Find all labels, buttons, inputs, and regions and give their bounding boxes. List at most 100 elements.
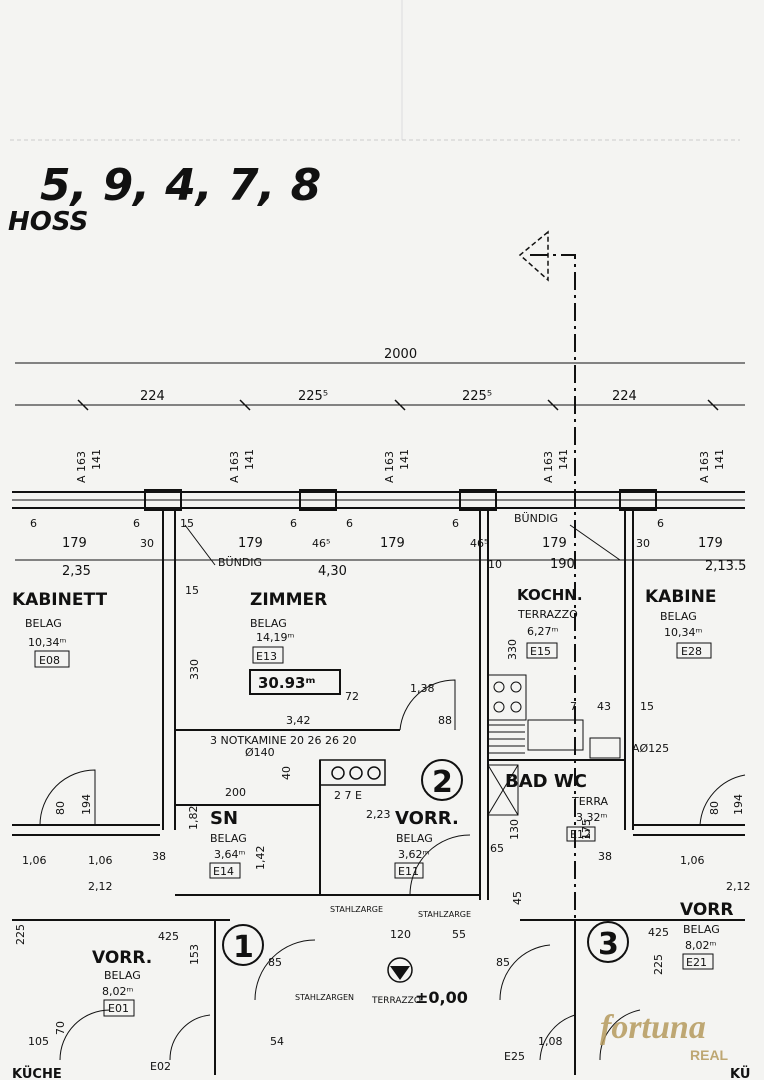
window-b: 141	[557, 449, 570, 470]
dim-6: 6	[30, 517, 37, 530]
stairs	[488, 724, 525, 754]
stahlzargen-label: STAHLZARGEN	[295, 993, 354, 1002]
room-code-box	[526, 642, 558, 659]
dim-46: 46⁵	[312, 537, 330, 550]
buendig-label: BÜNDIG	[218, 556, 262, 569]
dim-15: 15	[640, 700, 654, 713]
dim-80: 80	[708, 801, 721, 815]
vent-label: AØ125	[632, 742, 669, 755]
room-vorr-1-code: E01	[108, 1002, 129, 1015]
room-code-box	[252, 646, 284, 664]
dim-225: 225	[14, 924, 27, 945]
dim-108: 1,08	[538, 1035, 563, 1048]
room-kabinett: KABINETT	[12, 590, 107, 610]
dim-bay-1: 224	[140, 389, 165, 404]
watermark-sub: REAL	[690, 1047, 729, 1063]
room-zimmer-code: E13	[256, 650, 277, 663]
dim-85: 85	[268, 956, 282, 969]
room-vorr-1-belag: BELAG	[104, 969, 141, 982]
facade-wall	[12, 489, 745, 511]
dim-70: 70	[54, 1021, 67, 1035]
dim-7: 7	[570, 700, 577, 713]
window-a: A 163	[542, 451, 555, 483]
chimney-marker: 2 7 E	[334, 789, 362, 802]
dim-179: 179	[238, 536, 263, 551]
window-b: 141	[243, 449, 256, 470]
unit-2-label: 2	[432, 765, 453, 800]
dim-88: 88	[438, 714, 452, 727]
dim-225: 225	[652, 954, 665, 975]
apartment-total-box	[249, 669, 341, 695]
dim-6: 6	[452, 517, 459, 530]
room-zimmer-area: 14,19ᵐ	[256, 631, 294, 644]
dim-10: 10	[488, 558, 502, 571]
dim-overall: 2000	[384, 347, 417, 362]
dim-85: 85	[496, 956, 510, 969]
dim-2135: 2,13.5	[705, 559, 746, 574]
notkamine-diameter: Ø140	[245, 746, 275, 759]
dim-182: 1,82	[187, 806, 200, 831]
dim-153: 153	[188, 944, 201, 965]
room-sn-code: E14	[213, 865, 234, 878]
room-code-box	[682, 953, 714, 970]
room-kabinett-code: E08	[39, 654, 60, 667]
level-label: ±0,00	[415, 988, 468, 1007]
window-b: 141	[90, 449, 103, 470]
dim-430: 4,30	[318, 564, 347, 579]
chimney-icon	[319, 759, 386, 786]
room-vorr-3: VORR	[680, 900, 734, 920]
leader-line	[569, 524, 621, 561]
watermark-brand: fortuna	[600, 1009, 706, 1046]
dim-179: 179	[698, 536, 723, 551]
room-vorr: VORR.	[395, 808, 459, 829]
stove	[487, 674, 527, 721]
dim-200: 200	[225, 786, 246, 799]
dim-212: 2,12	[88, 880, 113, 893]
room-kabine-belag: BELAG	[660, 610, 697, 623]
window-b: 141	[713, 449, 726, 470]
dim-6: 6	[346, 517, 353, 530]
level-marker-icon	[387, 957, 413, 983]
room-code-box	[676, 642, 712, 659]
room-code-box	[34, 650, 70, 668]
dim-54: 54	[270, 1035, 284, 1048]
shower	[487, 764, 519, 816]
dim-43: 43	[597, 700, 611, 713]
window-a: A 163	[698, 451, 711, 483]
dim-6: 6	[290, 517, 297, 530]
dim-330: 330	[188, 659, 201, 680]
sink	[527, 719, 621, 759]
room-kabine-code: E28	[681, 645, 702, 658]
room-kueche-left: KÜCHE	[12, 1066, 62, 1080]
dim-106: 1,06	[22, 854, 47, 867]
window-a: A 163	[383, 451, 396, 483]
room-vorr-3-code: E21	[686, 956, 707, 969]
room-kochn-code: E15	[530, 645, 551, 658]
terrazzo-label: TERRAZZO	[371, 996, 421, 1006]
room-kabinett-area: 10,34ᵐ	[28, 636, 66, 649]
stahlzarge-label: STAHLZARGE	[330, 905, 383, 914]
section-line	[530, 254, 576, 960]
dim-ticks	[77, 399, 719, 411]
dim-65: 65	[490, 842, 504, 855]
dim-38: 38	[598, 850, 612, 863]
dim-15: 15	[180, 517, 194, 530]
dim-45: 45	[511, 891, 524, 905]
room-vorr-belag: BELAG	[396, 832, 433, 845]
dimension-numbers: 330 330 15 72 1,38 3,42 88 7 43 15 200 2…	[14, 584, 751, 1048]
dim-bay-4: 224	[612, 389, 637, 404]
dim-330: 330	[506, 639, 519, 660]
room-sn-belag: BELAG	[210, 832, 247, 845]
plan-code: 5, 9, 4, 7, 8	[40, 160, 321, 211]
window-b: 141	[398, 449, 411, 470]
room-bad-code: E12	[570, 828, 591, 841]
dim-15: 15	[185, 584, 199, 597]
room-vorr-3-belag: BELAG	[683, 923, 720, 936]
room-vorr-1-area: 8,02ᵐ	[102, 985, 133, 998]
dim-179: 179	[542, 536, 567, 551]
room-vorr-area: 3,62ᵐ	[398, 848, 429, 861]
room-code-box	[566, 826, 596, 842]
dim-425: 425	[648, 926, 669, 939]
